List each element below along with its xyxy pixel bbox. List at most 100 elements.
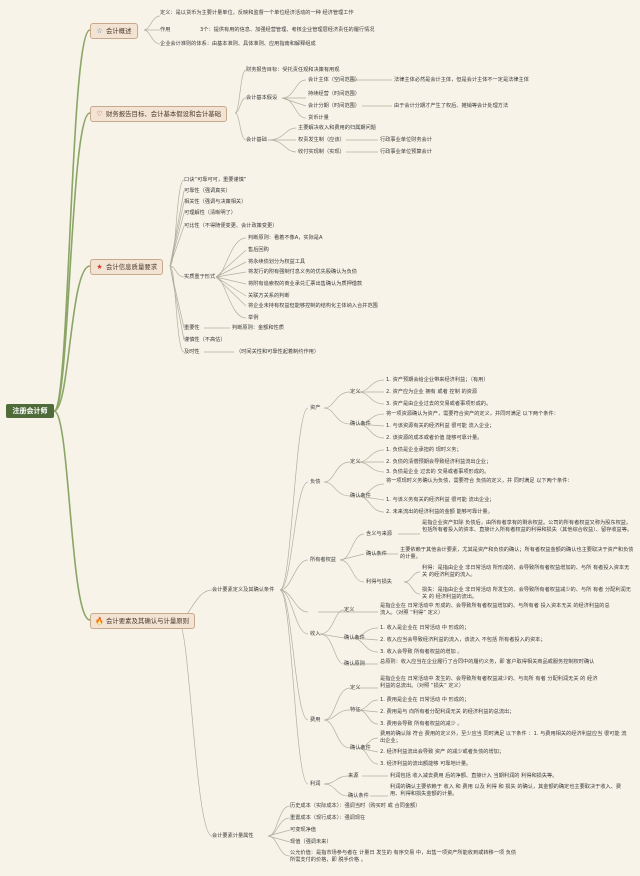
node-expense-cond-text: 费用的确认除 符合 费用的定义外，至少应当 同时满足 以下条件 ：1. 与费用相… — [380, 731, 627, 744]
fire-icon: 🔥 — [95, 617, 104, 625]
node-liab-def: 定义 — [350, 459, 361, 465]
node-substance: 实质重于形式 — [184, 274, 216, 280]
node-liab-cond-2: 2. 未来流出的经济利益的金额 能够可靠计量。 — [386, 509, 493, 515]
node-basis-main: 主要解决收入和费用的归属期问题 — [298, 125, 376, 131]
node-asset-2: 2. 资产应为企业 拥有 或者 控制 的资源 — [386, 389, 478, 395]
node-comparability: 可比性（不得随便变更、会计政策变更） — [184, 223, 278, 229]
node-revenue-principle-text: 总原则：收入应当在企业履行了合同中的履约义务，即 客户取得相关商品或服务控制权时… — [380, 659, 595, 665]
node-asset-cond-2: 2. 该资源的成本或者价值 能够可靠计量。 — [386, 435, 483, 441]
node-liab-3: 3. 负债是企业 过去的 交易或者事项形成的。 — [386, 469, 490, 475]
branch-financial-report-goals[interactable]: ♡财务报告目标、会计基本假设和会计基础 — [90, 106, 228, 122]
branch-accounting-overview[interactable]: ☆会计概述 — [90, 23, 138, 39]
node-tip: 口诀“可靠可可，重要谨慎” — [184, 177, 247, 183]
heart-icon: ♡ — [96, 110, 103, 118]
node-profit-source: 来源 — [348, 773, 359, 779]
node-measure-1: 历史成本（实际成本）：强调当时（购买时 或 合同金额） — [290, 803, 421, 809]
node-gain: 利得：是指由企业 非日常活动 所形成的、会导致所有者权益增加的、与所 有者投入资… — [422, 565, 630, 578]
node-revenue-def-text: 是指企业在 日常活动中 形成的、会导致所有者权益增加的、与所有者 投入资本无关 … — [380, 603, 610, 616]
liab-cond-colon: ： — [567, 478, 573, 484]
node-entity-note: 法律主体必然是会计主体，但是会计主体不一定是法律主体 — [394, 77, 529, 83]
node-liabilities: 负债 — [310, 479, 321, 485]
node-liab-2: 2. 负债的清偿预期会导致经济利益流出企业； — [386, 459, 492, 465]
node-substance-4: 将发行的附有强制付息义务的优先股确认为负债 — [248, 269, 357, 275]
node-asset-cond-intro: 将一项资源确认为资产，需要符合资产的定义，并同时满足 以下两个条件： — [386, 411, 559, 417]
node-relevance: 相关性（强调与决策相关） — [184, 199, 247, 205]
node-expense-cond: 确认条件 — [350, 745, 371, 751]
node-gain-loss: 利得与损失 — [366, 579, 392, 585]
node-liab-cond-intro: 将一项现时义务确认为负债，需要符合 负债的定义，并 同时满足 以下两个条件： — [386, 478, 601, 485]
node-def-cond: 会计要素定义及其确认条件 — [212, 587, 275, 593]
node-equity-cond-text: 主要依赖于其他会计要素，尤其是资产和负债的确认；所有者权益金额的确认也主要取决于… — [400, 547, 634, 560]
node-goal: 财务报告目标：受托责任观和决策有用观 — [246, 67, 340, 73]
node-revenue-principle: 确认原则 — [344, 661, 365, 667]
node-revenue-cond: 确认条件 — [344, 635, 365, 641]
node-cash: 收付实现制（实现） — [298, 149, 345, 155]
node-revenue-2: 2. 收入应当会导致经济利益的流入，该流入 不包括 所有者投入的资本； — [380, 637, 546, 643]
node-materiality-note: 判断原则：金额和性质 — [232, 325, 284, 331]
node-equity-cond: 确认条件 — [366, 551, 387, 557]
node-substance-6: 关联方关系的判断 — [248, 293, 290, 299]
branch-label: 会计概述 — [106, 27, 132, 35]
node-expense-3: 3. 费用会导致 所有者权益的减少 。 — [380, 721, 463, 727]
node-substance-1: 判断原则：看着不像A，实际是A — [248, 235, 323, 241]
node-timeliness: 及时性 — [184, 349, 200, 355]
branch-label: 会计要素及其确认与计量原则 — [106, 617, 190, 625]
node-expense: 费用 — [310, 717, 321, 723]
node-prudence: 谨慎性（不高估） — [184, 337, 226, 343]
node-period: 会计分期（时间范围） — [308, 103, 360, 109]
node-materiality: 重要性 — [184, 325, 200, 331]
node-measure-4: 现值（强调未来） — [290, 839, 332, 845]
node-equity-source: 含义与来源 — [366, 531, 392, 537]
liab-cond-intro-text: 将一项现时义务确认为负债，需要符合 负债的定义，并 同时满足 以下两个条件 — [386, 478, 568, 484]
branch-label: 会计信息质量要求 — [106, 263, 158, 271]
node-asset-3: 3. 资产是由企业过去的交易或者事项形成的。 — [386, 401, 492, 407]
node-profit-cond: 确认条件 — [348, 793, 369, 799]
node-revenue-3: 3. 收入会导致 所有者权益的增加 。 — [380, 649, 463, 655]
node-cash-note: 行政事业单位预算会计 — [380, 149, 432, 155]
node-money: 货币计量 — [308, 115, 329, 121]
node-substance-3: 将永续债划分为权益工具 — [248, 259, 306, 265]
branch-label: 财务报告目标、会计基本假设和会计基础 — [106, 110, 222, 118]
node-revenue-def: 定义 — [344, 607, 355, 613]
node-timeliness-note: （时间关性和可靠性起着制约作用） — [236, 349, 320, 355]
star-icon: ★ — [96, 263, 103, 271]
node-equity: 所有者权益 — [310, 557, 336, 563]
node-expense-5: 3. 经济利益的流出额能够 可靠地计量。 — [380, 761, 472, 767]
node-expense-def-text: 是指企业在 日常活动中 发生的、会导致所有者权益减少的、与向所 有者 分配利润无… — [380, 676, 598, 689]
node-period-note: 由于会计分期才产生了权后、摊销等会计处理方法 — [394, 103, 509, 109]
node-role-label: 作用 — [160, 27, 171, 33]
node-going-concern: 持续经营（时间范围） — [308, 91, 360, 97]
node-asset-cond-1: 1. 与该资源有关的经济利益 很可能 流入企业； — [386, 423, 495, 429]
node-substance-8: 举例 — [248, 315, 259, 321]
node-expense-feat: 特征 — [350, 707, 361, 713]
node-profit: 利润 — [310, 781, 321, 787]
node-expense-2: 2. 费用是与 向所有者分配利润无关 的经济利益的总流出； — [380, 709, 515, 715]
node-assets-cond: 确认条件 — [350, 421, 371, 427]
node-role-text: 3个：提供有用的信息、加强经营管理、考核企业管理层经济责任的履行情况 — [200, 27, 375, 33]
node-reliability: 可靠性（强调真实） — [184, 188, 231, 194]
node-profit-source-text: 利润包括 收入减去费用 后的净额、直接计入 当期利润的 利得和损失等。 — [390, 773, 558, 779]
node-measure-2: 重置成本（现行成本）：强调现在 — [290, 815, 366, 821]
node-accrual-note: 行政事业单位财务会计 — [380, 137, 432, 143]
star-outline-icon: ☆ — [96, 27, 103, 35]
node-understand: 可理解性（清晰明了） — [184, 210, 236, 216]
branch-information-quality[interactable]: ★会计信息质量要求 — [90, 259, 164, 275]
node-accrual: 权责发生制（应该） — [298, 137, 345, 143]
node-asset-1: 1. 资产预期会给企业带来经济利益；（有用） — [386, 377, 489, 383]
node-liab-cond-1: 1. 与该义务有关的经济利益 很可能 流出企业； — [386, 497, 495, 503]
node-liab-cond: 确认条件 — [350, 493, 371, 499]
node-substance-5: 将附有追索权的商业承兑汇票出售确认为质押借款 — [248, 281, 363, 287]
node-definition: 定义：是以货币为主要计量单位，反映和监督一个单位经济活动的一种 经济管理工作 — [160, 10, 354, 16]
node-profit-cond-text: 利润的确认主要依赖于 收入 和 费用 以及 利得 和 损失 的确认，其金额的确定… — [390, 784, 622, 797]
node-measurement: 会计要素计量属性 — [212, 833, 254, 839]
branch-accounting-elements[interactable]: 🔥会计要素及其确认与计量原则 — [90, 613, 196, 629]
node-entity: 会计主体（空间范围） — [308, 77, 360, 83]
node-revenue: 收入 — [310, 631, 321, 637]
node-standards: 企业会计准则的体系：由基本准则、具体准则、应用指南和解释组成 — [160, 41, 316, 47]
node-liab-1: 1. 负债是企业承担的 现时义务； — [386, 447, 462, 453]
node-assumptions: 会计基本假设 — [246, 95, 278, 101]
root-topic: 注册会计师 — [6, 404, 54, 418]
node-measure-3: 可变现净值 — [290, 827, 316, 833]
